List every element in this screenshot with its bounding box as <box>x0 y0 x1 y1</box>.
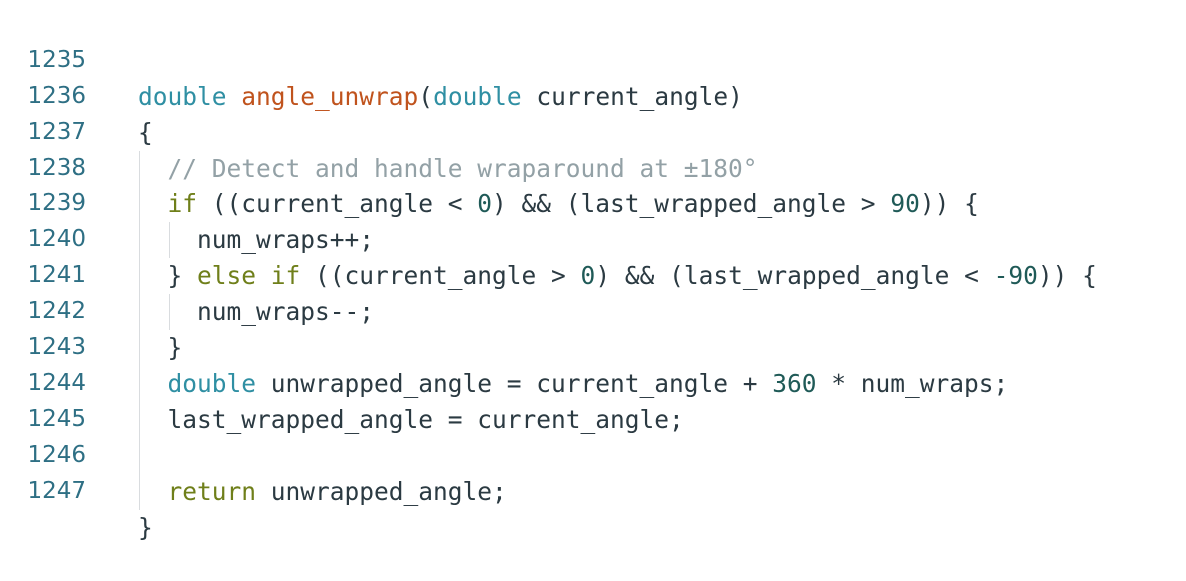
code-line-1240[interactable]: 1240 } else if ((current_angle > 0) && (… <box>0 186 1186 295</box>
number-literal: 0 <box>477 189 493 219</box>
indent-guide <box>138 473 168 510</box>
code-text[interactable]: num_wraps++; <box>138 222 375 259</box>
keyword-if: if <box>167 189 198 219</box>
code-line-1238[interactable]: 1238 if ((current_angle < 0) && (last_wr… <box>0 115 1186 223</box>
indent-guide <box>138 150 168 187</box>
statement: last_wrapped_angle = current_angle; <box>167 404 684 434</box>
close-brace: } <box>167 261 198 291</box>
code-text[interactable]: // Detect and handle wraparound at ±180° <box>138 150 758 187</box>
line-number: 1246 <box>27 441 86 468</box>
line-number: 1242 <box>27 298 86 325</box>
comment: // Detect and handle wraparound at ±180° <box>167 153 758 183</box>
indent-guide <box>138 222 168 259</box>
indent-guide <box>138 437 168 474</box>
code-line-1243[interactable]: 1243 double unwrapped_angle = current_an… <box>0 294 1186 402</box>
number-literal: 90 <box>890 189 920 219</box>
open-paren: ( <box>418 81 434 111</box>
code-text[interactable]: double angle_unwrap(double current_angle… <box>138 79 743 115</box>
line-number: 1243 <box>27 334 86 361</box>
line-number: 1237 <box>27 118 86 145</box>
code-line-1236[interactable]: 1236 { <box>0 43 1186 147</box>
indent-guide <box>138 294 168 330</box>
code-text[interactable]: } <box>138 510 153 546</box>
code-text[interactable] <box>138 437 168 474</box>
code-text[interactable]: last_wrapped_angle = current_angle; <box>138 401 684 438</box>
indent-guide <box>138 330 168 366</box>
open-brace: { <box>138 117 153 147</box>
code-segment: unwrapped_angle = current_angle + <box>256 368 773 398</box>
indent-guide <box>138 258 168 295</box>
code-line-1242[interactable]: 1242 } <box>0 258 1186 366</box>
code-line-1239[interactable]: 1239 num_wraps++; <box>0 151 1186 259</box>
indent-guide <box>168 294 198 330</box>
statement: num_wraps++; <box>197 225 375 255</box>
line-number: 1238 <box>27 154 86 181</box>
code-segment: ((current_angle > <box>300 261 581 291</box>
code-line-1247[interactable]: 1247 } <box>0 438 1186 542</box>
keyword-return: return <box>167 476 257 506</box>
code-text[interactable]: if ((current_angle < 0) && (last_wrapped… <box>138 186 979 223</box>
code-text[interactable]: } else if ((current_angle > 0) && (last_… <box>138 258 1097 295</box>
indent-guide <box>138 186 168 223</box>
number-literal: -90 <box>993 261 1038 291</box>
code-text[interactable]: double unwrapped_angle = current_angle +… <box>138 365 1009 402</box>
code-segment: ) && (last_wrapped_angle < <box>595 261 994 291</box>
number-literal: 0 <box>580 261 596 291</box>
keyword-else-if: else if <box>197 261 301 291</box>
line-number: 1240 <box>27 226 86 253</box>
code-line-1237[interactable]: 1237 // Detect and handle wraparound at … <box>0 79 1186 187</box>
statement: num_wraps--; <box>197 297 375 327</box>
code-segment: )) { <box>1037 261 1097 291</box>
close-brace: } <box>138 512 153 542</box>
code-text[interactable]: { <box>138 115 153 151</box>
code-line-1241[interactable]: 1241 num_wraps--; <box>0 222 1186 330</box>
line-number: 1245 <box>27 405 86 432</box>
code-text[interactable]: } <box>138 330 182 366</box>
number-literal: 360 <box>772 368 817 398</box>
code-segment: ((current_angle < <box>197 189 478 219</box>
indent-guide <box>168 222 198 259</box>
param-type: double <box>433 81 522 111</box>
close-brace: } <box>167 333 183 363</box>
indent-guide <box>138 401 168 438</box>
code-segment: )) { <box>919 189 979 219</box>
code-segment: unwrapped_angle; <box>256 476 507 506</box>
code-segment: ) && (last_wrapped_angle > <box>492 189 891 219</box>
line-number: 1235 <box>27 46 86 73</box>
indent-guide <box>138 365 168 402</box>
code-line-1235[interactable]: 1235 double angle_unwrap(double current_… <box>0 7 1186 111</box>
code-line-1244[interactable]: 1244 last_wrapped_angle = current_angle; <box>0 330 1186 438</box>
line-number: 1241 <box>27 262 86 289</box>
line-number: 1236 <box>27 82 86 109</box>
code-segment: * num_wraps; <box>816 368 1009 398</box>
keyword-double: double <box>138 81 227 111</box>
keyword-double: double <box>167 368 257 398</box>
line-number: 1247 <box>27 477 86 504</box>
line-number: 1244 <box>27 369 86 396</box>
code-line-1246[interactable]: 1246 return unwrapped_angle; <box>0 402 1186 510</box>
code-text[interactable]: return unwrapped_angle; <box>138 473 507 510</box>
code-editor[interactable]: 1235 double angle_unwrap(double current_… <box>0 7 1186 542</box>
function-name: angle_unwrap <box>241 81 419 111</box>
code-text[interactable]: num_wraps--; <box>138 294 374 330</box>
code-line-1245[interactable]: 1245 <box>0 366 1186 474</box>
param-name: current_angle) <box>521 81 743 111</box>
line-number: 1239 <box>27 190 86 217</box>
